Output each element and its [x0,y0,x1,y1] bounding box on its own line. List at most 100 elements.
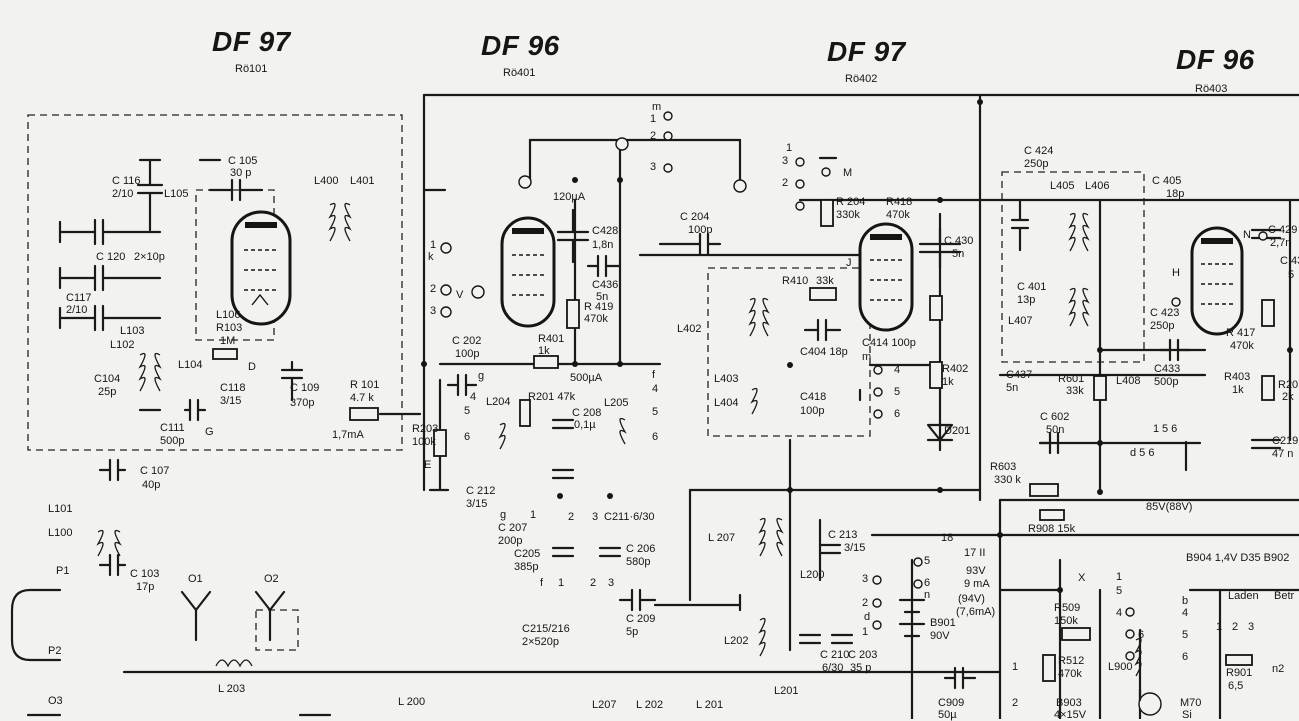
label-h: H [1172,267,1180,279]
label-l200: L200 [800,569,825,581]
label-c107-value: 40p [142,479,161,491]
label-c215-216-value: 2×520p [522,636,560,648]
label-f-1: 1 [558,577,565,589]
bus-wiring [122,93,1299,719]
label-right-d: d [864,611,871,623]
label-l100: L100 [48,527,73,539]
label-c118-value: 3/15 [220,395,242,407]
label-b903-value: 4×15V [1054,709,1087,721]
label-c418: C418 [800,391,827,403]
label-c602: C 602 [1040,411,1070,423]
label-c428-value: 1,8n [592,239,614,251]
label-b901: B901 [930,617,956,629]
label-c117: C117 [66,292,92,304]
label-sn: n [924,589,931,601]
battery-b901-symbol [898,598,926,638]
label-c104-value: 25p [98,386,117,398]
label-93v: 93V [966,565,986,577]
label-c105-value: 30 p [230,167,252,179]
label-r410-value: 33k [816,275,834,287]
label-c116: C 116 [112,175,141,187]
label-s5: 5 [924,555,931,567]
terminals [440,111,1268,661]
label-n: N [1243,229,1251,241]
tube-ro101-symbol [230,210,292,326]
label-g-top: g [478,370,485,382]
label-d56: d 5 6 [1130,447,1155,459]
label-l106: L106 [216,309,241,321]
label-c428: C428 [592,225,619,237]
label-r418: R418 [886,196,913,208]
label-l207-bottom: L207 [592,699,617,711]
enclosure-o2-antenna [255,609,299,651]
label-c209: C 209 [626,613,656,625]
label-s1b: 1 [1116,571,1123,583]
label-f-bottom: f [540,577,544,589]
label-c202: C 202 [452,335,482,347]
label-5-right: 5 [652,406,659,418]
label-2-bottom: 2 [568,511,575,523]
label-r203-value: 100k [412,436,436,448]
label-r419: R 419 [584,301,614,313]
label-r417-value: 470k [1230,340,1254,352]
tube-ro403-ref: Rö403 [1195,83,1228,95]
label-j: J [846,257,852,269]
label-c404: C404 18p [800,346,848,358]
label-b904: B904 1,4V D35 B902 [1186,552,1290,564]
label-c206-value: 580p [626,556,651,568]
label-4-left: 4 [470,391,477,403]
ground-symbols [26,156,1188,717]
label-c120: C 120 [96,251,126,263]
label-g-bottom: g [500,509,507,521]
label-r20x: R20 [1278,379,1299,391]
tube-ro401-type: DF 96 [481,30,560,61]
label-17: 17 II [964,547,986,559]
label-sel-1: 1 [786,142,793,154]
tube-ro403-type: DF 96 [1176,44,1255,75]
label-c210: C 210 [820,649,850,661]
label-k: k [428,251,434,263]
label-120ua: 120µA [553,191,586,203]
label-94v: (94V) [958,593,985,605]
diode-d201-symbol [926,423,954,442]
label-c436: C436 [592,279,619,291]
label-c405: C 405 [1152,175,1182,187]
label-g: G [205,426,214,438]
label-r101-value: 4.7 k [350,392,374,404]
label-laden: Laden [1228,590,1259,602]
label-c212-value: 3/15 [466,498,488,510]
label-c120-value: 2×10p [134,251,165,263]
label-c219-value: 47 n [1272,448,1294,460]
tube-ro402-ref: Rö402 [845,73,878,85]
label-sw-2x: 2 [1012,697,1019,709]
label-r418-value: 470k [886,209,910,221]
label-l406: L406 [1085,180,1110,192]
label-c433: C433 [1154,363,1181,375]
label-pos-4: 4 [894,364,901,376]
label-r901-value: 6,5 [1228,680,1244,692]
label-r512: R512 [1058,655,1085,667]
label-s56: 5 6 [1162,423,1178,435]
label-r601: R601 [1058,373,1085,385]
tube-ro401-symbol [500,216,556,328]
label-c206: C 206 [626,543,656,555]
label-pos-m: m [862,351,872,363]
label-9ma: 9 mA [964,578,990,590]
tube-ro401-ref: Rö401 [503,67,536,79]
label-sw-1: 1 [430,239,437,251]
label-18: 18 [941,532,954,544]
label-c107: C 107 [140,465,170,477]
label-r401-value: 1k [538,345,550,357]
label-o3: O3 [48,695,63,707]
label-sel-3: 3 [782,155,789,167]
enclosure-ro101-inner [195,189,275,341]
label-c117-value: 2/10 [66,304,88,316]
label-r402-value: 1k [942,376,954,388]
label-l407: L407 [1008,315,1033,327]
label-l101: L101 [48,503,73,515]
junction-dots [421,99,1293,593]
label-c429: C 429 [1268,224,1298,236]
label-l403: L403 [714,373,739,385]
label-pos-6: 6 [894,408,901,420]
